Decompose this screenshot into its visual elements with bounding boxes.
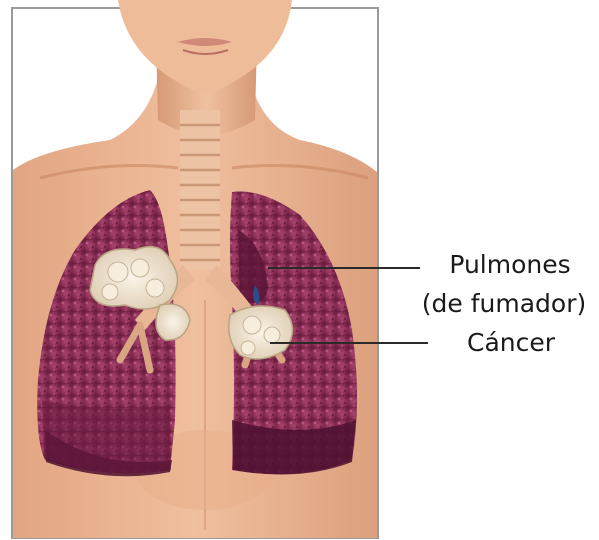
- label-lungs-qualifier: (de fumador): [412, 289, 596, 319]
- label-lungs: Pulmones: [426, 250, 594, 280]
- label-cancer: Cáncer: [436, 328, 586, 358]
